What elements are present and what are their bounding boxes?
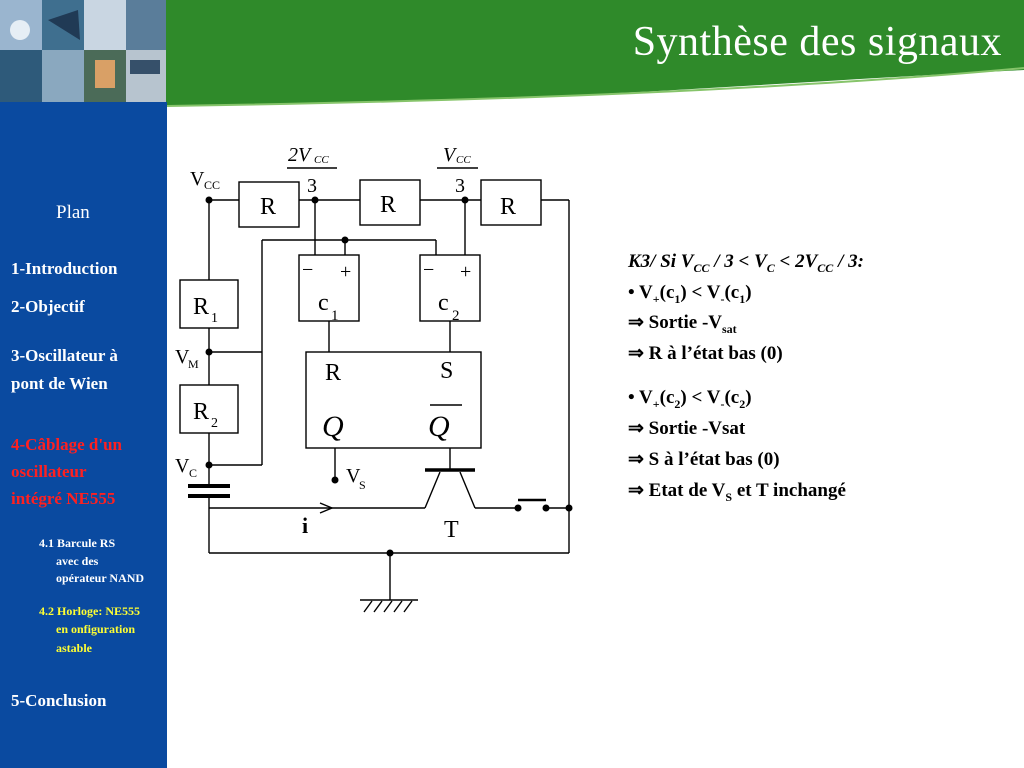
reset-state-line: ⇒ R à l’état bas (0) <box>628 343 783 364</box>
sidebar-item-oscillateur[interactable]: 3-Oscillateur à <box>11 346 118 365</box>
sidebar-subitem-horloge-line3[interactable]: astable <box>56 641 92 655</box>
label-vm: V <box>175 346 190 368</box>
flipflop-qbar-output: Q <box>428 410 450 443</box>
resistor-2-label: R <box>380 192 396 218</box>
comparator-1-label: c <box>318 290 329 316</box>
comparator-2-label: c <box>438 290 449 316</box>
label-vs: V <box>346 465 361 487</box>
flipflop-r-input: R <box>325 360 341 386</box>
comparator-1-plus: + <box>340 261 351 283</box>
resistor-r1-label: R <box>193 294 209 320</box>
label-frac2-sub: CC <box>456 154 471 166</box>
comparator-2-minus: − <box>423 259 434 281</box>
comparator-1-minus: − <box>302 259 313 281</box>
sidebar-item-cablage[interactable]: 4-Câblage d'un <box>11 435 122 454</box>
label-current-i: i <box>302 513 308 538</box>
sidebar-subitem-horloge-line2[interactable]: en onfiguration <box>56 622 136 636</box>
sidebar-plan-heading: Plan <box>56 202 90 223</box>
header-photo-collage <box>0 0 166 102</box>
label-frac1-num: 2V <box>288 144 313 166</box>
condition-line: K3/ Si VCC / 3 < VC < 2VCC / 3: <box>628 251 864 275</box>
sidebar-subitem-bascule-rs-line3[interactable]: opérateur NAND <box>56 571 145 585</box>
label-frac1-sub: CC <box>314 154 329 166</box>
output-2-line: ⇒ Sortie -Vsat <box>628 418 746 439</box>
label-vcc-sub: CC <box>204 178 220 192</box>
resistor-r2-sub: 2 <box>211 416 218 431</box>
label-vc-sub: C <box>189 466 197 480</box>
flipflop-q-output: Q <box>322 410 344 443</box>
sidebar-subitem-horloge[interactable]: 4.2 Horloge: NE555 <box>39 604 140 618</box>
comparator-2-condition: • V+(c2) < V-(c2) <box>628 387 752 411</box>
resistor-3-label: R <box>500 194 516 220</box>
transistor-label: T <box>444 517 459 543</box>
sidebar-item-conclusion[interactable]: 5-Conclusion <box>11 691 107 710</box>
label-vc: V <box>175 455 190 477</box>
label-frac1-den: 3 <box>307 175 317 197</box>
resistor-1-label: R <box>260 194 276 220</box>
sidebar-subitem-bascule-rs[interactable]: 4.1 Barcule RS <box>39 536 116 550</box>
sidebar <box>0 102 167 768</box>
slide-title: Synthèse des signaux <box>632 19 1002 65</box>
set-state-line: ⇒ S à l’état bas (0) <box>628 449 780 470</box>
sidebar-item-introduction[interactable]: 1-Introduction <box>11 259 118 278</box>
sidebar-item-objectif[interactable]: 2-Objectif <box>11 297 85 316</box>
output-1-line: ⇒ Sortie -Vsat <box>628 312 737 336</box>
label-vcc: V <box>190 168 205 190</box>
sidebar-item-cablage-line2[interactable]: oscillateur <box>11 462 87 481</box>
header-banner <box>0 0 1024 130</box>
comparator-1-condition: • V+(c1) < V-(c1) <box>628 282 752 306</box>
ne555-circuit-diagram: V CC 2V CC 3 V CC 3 R R R R 1 R 2 V M V … <box>175 144 573 613</box>
label-vm-sub: M <box>188 357 199 371</box>
flipflop-s-input: S <box>440 358 453 384</box>
sidebar-item-cablage-line3[interactable]: intégré NE555 <box>11 489 116 508</box>
resistor-r1-sub: 1 <box>211 311 218 326</box>
sidebar-item-oscillateur-line2[interactable]: pont de Wien <box>11 374 108 393</box>
label-frac2-num: V <box>443 144 458 166</box>
sidebar-subitem-bascule-rs-line2[interactable]: avec des <box>56 554 99 568</box>
label-frac2-den: 3 <box>455 175 465 197</box>
comparator-2-plus: + <box>460 261 471 283</box>
vs-state-line: ⇒ Etat de VS et T inchangé <box>628 480 846 504</box>
label-vs-sub: S <box>359 478 366 492</box>
comparator-2-sub: 2 <box>452 308 460 324</box>
resistor-r2-label: R <box>193 399 209 425</box>
comparator-1-sub: 1 <box>331 308 339 324</box>
